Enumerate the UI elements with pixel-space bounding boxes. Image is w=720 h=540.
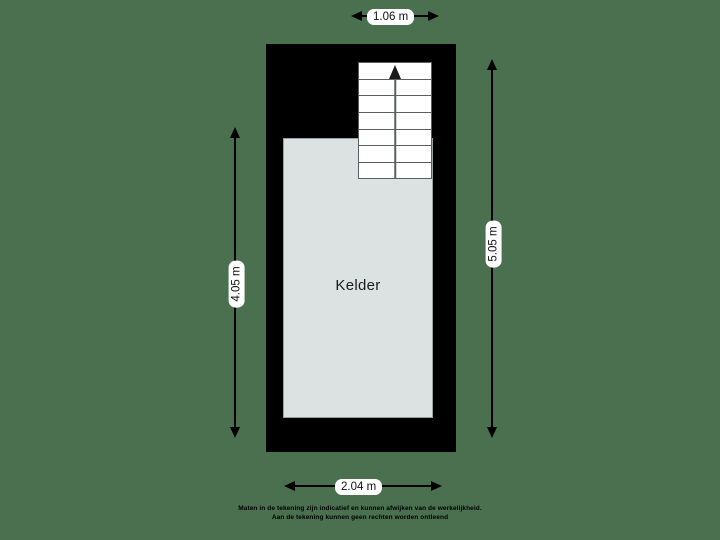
staircase xyxy=(358,62,432,179)
dimension-arrow-left-bottom xyxy=(230,427,240,438)
dimension-arrow-top-right xyxy=(428,11,439,21)
dimension-label-top: 1.06 m xyxy=(367,9,415,25)
dimension-arrow-bottom-right xyxy=(431,481,442,491)
dimension-arrow-right-bottom xyxy=(487,427,497,438)
dimension-arrow-right-top xyxy=(487,59,497,70)
stair-center-divider xyxy=(394,79,396,178)
dimension-arrow-top-left xyxy=(351,11,362,21)
disclaimer-line-1: Maten in de tekening zijn indicatief en … xyxy=(238,505,482,512)
stair-up-arrow-icon xyxy=(389,65,401,79)
dimension-label-bottom: 2.04 m xyxy=(335,479,383,495)
dimension-label-right: 5.05 m xyxy=(485,220,502,268)
dimension-arrow-left-top xyxy=(230,127,240,138)
dimension-label-left: 4.05 m xyxy=(228,260,245,308)
dimension-arrow-bottom-left xyxy=(284,481,295,491)
room-label-kelder: Kelder xyxy=(335,277,381,294)
room-kelder-fill xyxy=(283,138,433,418)
disclaimer: Maten in de tekening zijn indicatief en … xyxy=(0,505,720,522)
disclaimer-line-2: Aan de tekening kunnen geen rechten word… xyxy=(271,513,449,521)
